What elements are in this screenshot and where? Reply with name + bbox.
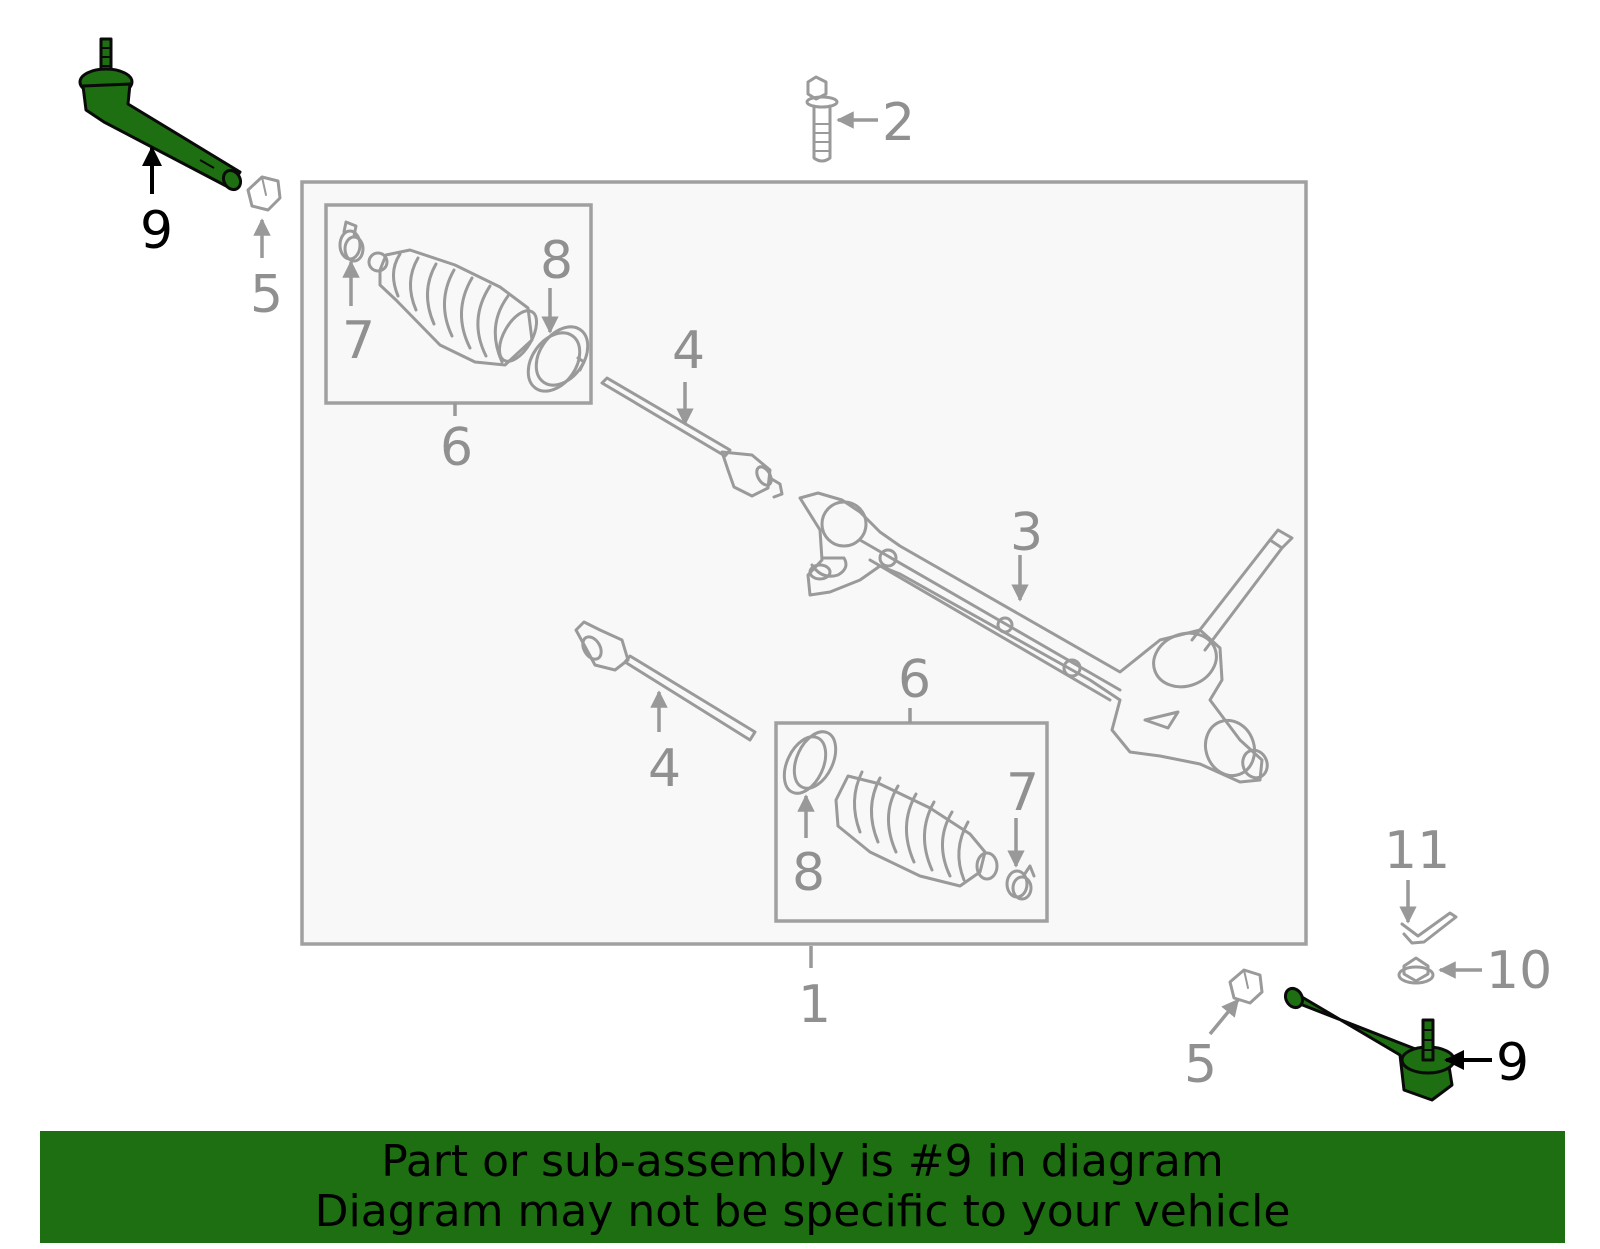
callout-8-lower: 8: [792, 843, 825, 903]
callout-4-lower: 4: [648, 739, 681, 799]
callout-arrows: [142, 111, 1492, 1070]
callout-3: 3: [1010, 503, 1043, 563]
banner-line-1: Part or sub-assembly is #9 in diagram: [381, 1136, 1224, 1187]
callout-4-upper: 4: [672, 321, 705, 381]
banner-line-2: Diagram may not be specific to your vehi…: [314, 1186, 1291, 1237]
callout-10: 10: [1486, 941, 1552, 1001]
callout-7-lower: 7: [1006, 763, 1039, 823]
boot-part-lower[interactable]: [834, 770, 999, 888]
callout-8-upper: 8: [540, 231, 573, 291]
outer-tie-rod-end-part-9-upper[interactable]: [78, 37, 244, 193]
nut-part-5-lower[interactable]: [1228, 968, 1264, 1005]
info-banner: Part or sub-assembly is #9 in diagram Di…: [40, 1131, 1565, 1243]
band-part-8-upper[interactable]: [518, 317, 599, 401]
nut-part-10[interactable]: [1397, 956, 1435, 985]
callout-2: 2: [882, 93, 915, 153]
cotter-pin-part-11[interactable]: [1400, 911, 1458, 945]
callout-9-upper[interactable]: 9: [140, 201, 173, 261]
rack-housing-part-3[interactable]: [798, 491, 1294, 784]
inner-tie-rod-part-4-lower[interactable]: [574, 620, 757, 742]
callout-6-upper: 6: [440, 418, 473, 478]
callout-11: 11: [1384, 821, 1450, 881]
boot-part-upper[interactable]: [367, 248, 544, 367]
callout-7-upper: 7: [342, 311, 375, 371]
outer-tie-rod-end-part-9-lower[interactable]: [1282, 985, 1456, 1102]
band-part-8-lower[interactable]: [776, 725, 844, 800]
inner-tie-rod-part-4-upper[interactable]: [600, 376, 784, 499]
callout-9-lower[interactable]: 9: [1496, 1033, 1529, 1093]
nut-part-5-upper[interactable]: [246, 175, 282, 212]
bolt-part-2[interactable]: [805, 75, 839, 163]
callout-6-lower: 6: [898, 650, 931, 710]
callout-5-upper: 5: [250, 265, 283, 325]
clamp-part-7-lower[interactable]: [1005, 864, 1036, 901]
boot-kit-box-upper: [324, 203, 593, 405]
callout-5-lower: 5: [1184, 1035, 1217, 1095]
callout-1: 1: [798, 975, 831, 1035]
